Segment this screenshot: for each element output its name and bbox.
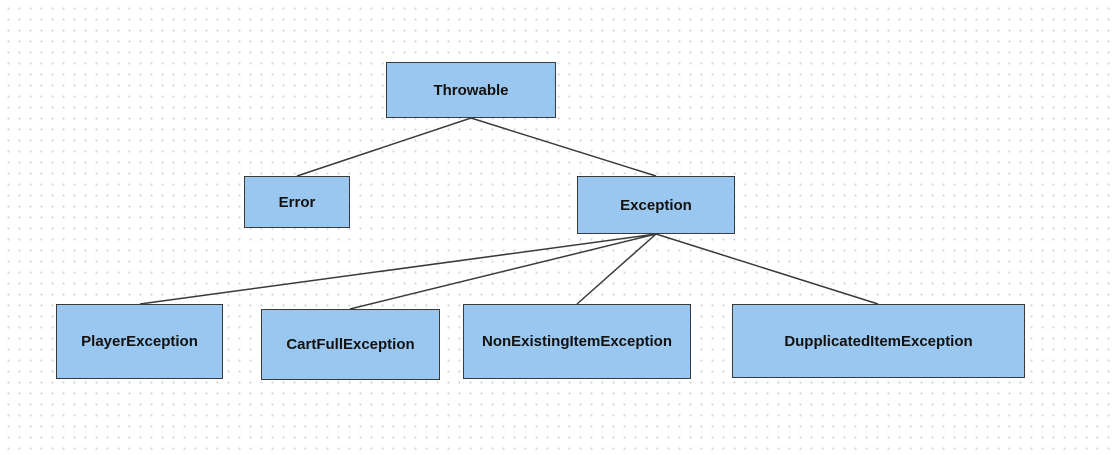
node-dupplicated-item-exception-label: DupplicatedItemException: [784, 332, 973, 350]
edge-exception-dup: [655, 233, 879, 305]
node-cart-full-exception[interactable]: CartFullException: [261, 309, 440, 380]
edge-throwable-error: [296, 117, 472, 177]
node-error[interactable]: Error: [244, 176, 350, 228]
node-non-existing-item-exception-label: NonExistingItemException: [481, 333, 673, 350]
node-error-label: Error: [278, 193, 316, 211]
edge-exception-cartfull: [349, 233, 657, 310]
node-dupplicated-item-exception[interactable]: DupplicatedItemException: [732, 304, 1025, 378]
node-throwable-label: Throwable: [433, 81, 509, 99]
node-player-exception-label: PlayerException: [81, 333, 198, 350]
node-throwable[interactable]: Throwable: [386, 62, 556, 118]
node-exception-label: Exception: [620, 196, 692, 214]
edge-throwable-exception: [470, 117, 657, 177]
edge-exception-nonexist: [576, 233, 657, 305]
node-cart-full-exception-label: CartFullException: [286, 336, 415, 353]
node-exception[interactable]: Exception: [577, 176, 735, 234]
edge-exception-player: [139, 233, 657, 305]
node-non-existing-item-exception[interactable]: NonExistingItemException: [463, 304, 691, 379]
node-player-exception[interactable]: PlayerException: [56, 304, 223, 379]
